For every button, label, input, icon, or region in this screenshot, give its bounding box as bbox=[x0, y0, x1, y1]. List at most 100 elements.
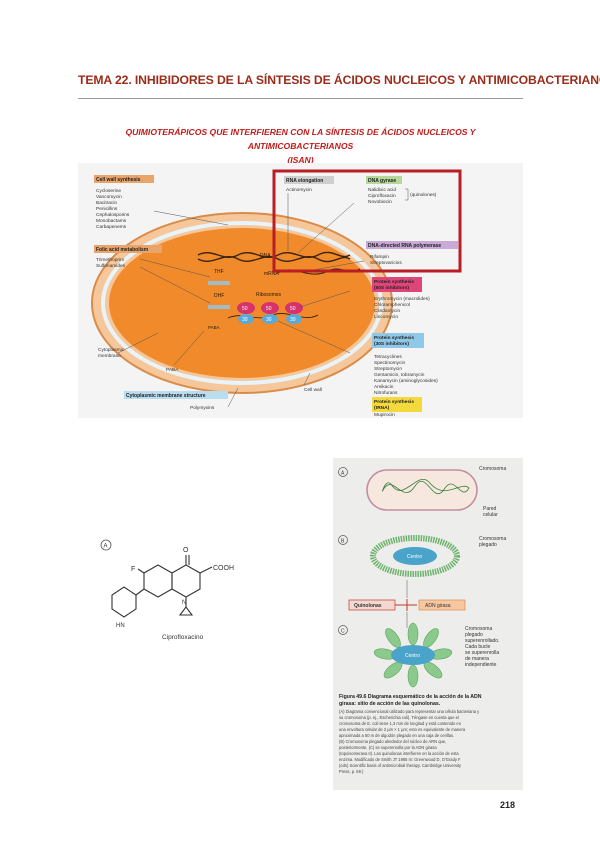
drug-item: Cycloserine bbox=[96, 188, 121, 194]
protein-trna-label: Protein synthesis bbox=[374, 399, 414, 405]
panel-a-marker bbox=[100, 539, 112, 551]
drug-item: Rifampin bbox=[370, 254, 389, 260]
panel-a-label: A bbox=[104, 544, 108, 550]
quinolones-label: Quinolonas bbox=[354, 603, 382, 609]
drug-item: Trimethoprim bbox=[96, 257, 124, 263]
fluorine-label: F bbox=[131, 566, 135, 573]
folic-acid-label: Folic acid metabolism bbox=[96, 247, 149, 253]
cipro-bonds bbox=[111, 555, 213, 618]
ciprofloxacin-name: Ciprofloxacino bbox=[162, 634, 204, 641]
highlight-frame bbox=[272, 169, 462, 273]
panel-b-marker bbox=[338, 535, 348, 545]
cytoplasmic-membrane-label: Cytoplasmic bbox=[98, 347, 125, 353]
figure-caption-body: (A) Diagrama convencional utilizado para… bbox=[339, 709, 480, 774]
caption-line: posteriormente, (C) se superenrolla por … bbox=[339, 745, 437, 750]
ribosome-1: 50 30 bbox=[237, 302, 255, 324]
section-title-line-2: (ISAN) bbox=[287, 155, 314, 165]
ketone-o-label: O bbox=[183, 547, 189, 554]
section-title: QUIMIOTERÁPICOS QUE INTERFIEREN CON LA S… bbox=[78, 125, 523, 167]
protein-50s-drug-list: Erythromycin (macrolides) Chloramphenico… bbox=[374, 296, 430, 320]
chromosome-label-a: Cromosoma bbox=[479, 466, 506, 472]
paba-label: PABA bbox=[166, 367, 179, 373]
cell-wall-synthesis-header bbox=[94, 175, 154, 183]
cell-wall-label-a: Pared bbox=[483, 506, 497, 512]
dna-label: DNA bbox=[260, 253, 271, 259]
dhf-label: DHF bbox=[214, 293, 224, 299]
chromosome-loops-a bbox=[382, 479, 470, 495]
piperazine-hn-label: HN bbox=[116, 623, 125, 629]
ribosome-30-label: 30 bbox=[290, 317, 296, 323]
folded-chromosome-label: Cromosoma bbox=[479, 536, 506, 542]
protein-30s-sublabel: (30S inhibitors) bbox=[374, 341, 409, 347]
ribosome-30-label: 30 bbox=[242, 317, 248, 323]
ribosome-50-label: 50 bbox=[242, 306, 248, 312]
caption-line: una envoltura celular de 2 µm × 1 µm; es… bbox=[339, 727, 466, 732]
drug-item: Polymyxins bbox=[190, 405, 215, 411]
protein-trna-header bbox=[372, 397, 422, 412]
section-title-line-1: QUIMIOTERÁPICOS QUE INTERFIEREN CON LA S… bbox=[125, 127, 476, 151]
rna-polymerase-label: DNA-directed RNA polymerase bbox=[368, 243, 441, 249]
supercoiled-label: Cada bucle bbox=[465, 644, 491, 650]
leader-lines bbox=[117, 193, 365, 408]
dna-gyrase-label: ADN girasa bbox=[425, 603, 451, 609]
ribosomes-label: Ribosomes bbox=[256, 292, 282, 298]
cell-envelope-a bbox=[366, 469, 478, 511]
drug-item: Clindamycin bbox=[374, 308, 400, 314]
protein-50s-label: Protein synthesis bbox=[374, 279, 414, 285]
drug-item: Carbapenems bbox=[96, 224, 127, 230]
caption-line: Press, p. 69.) bbox=[339, 769, 364, 774]
caption-line: (eds) Scientific basis of antimicrobial … bbox=[339, 763, 462, 768]
folded-chromosome-b bbox=[370, 535, 460, 577]
drug-item: Novobiocin bbox=[368, 199, 392, 205]
caption-line: cromosoma de E. coli tiene 1,3 mm de lon… bbox=[339, 721, 462, 726]
ribosome-2: 50 30 bbox=[261, 302, 279, 324]
quinolones-group-label: (quinolones) bbox=[410, 192, 437, 198]
drug-item: Chloramphenicol bbox=[374, 302, 410, 308]
dna-gyrase-box bbox=[418, 599, 466, 611]
drug-item: Tetracyclines bbox=[374, 354, 402, 360]
cipro-svg: A O COOH F N HN Ciprofloxacino bbox=[100, 539, 234, 641]
trimethoprim-block bbox=[208, 281, 230, 285]
supercoiled-label-group: Cromosoma plegado superenrollado. Cada b… bbox=[465, 626, 499, 668]
page-number: 218 bbox=[500, 800, 516, 810]
drug-item: Mupirocin bbox=[374, 412, 395, 418]
drug-item: Monobactams bbox=[96, 218, 127, 224]
protein-30s-drug-list: Tetracyclines Spectinomycin Streptomycin… bbox=[374, 354, 438, 396]
supercoiled-label: de manera bbox=[465, 656, 489, 662]
cooh-label: COOH bbox=[213, 565, 234, 572]
drug-item: Vancomycin bbox=[96, 194, 122, 200]
protein-30s-label: Protein synthesis bbox=[374, 335, 414, 341]
paba-inner-label: PABA bbox=[208, 325, 220, 330]
figure-caption-subtitle: girasa: sitio de acción de las quinolona… bbox=[339, 701, 441, 707]
thf-label: THF bbox=[214, 269, 224, 275]
gyrase-svg: A Cromosoma Pared celular B Centro Cromo… bbox=[338, 466, 506, 774]
supercoiled-label: Cromosoma bbox=[465, 626, 492, 632]
panel-c-label: C bbox=[341, 629, 345, 635]
chapter-title: TEMA 22. INHIBIDORES DE LA SÍNTESIS DE Á… bbox=[78, 73, 600, 87]
ribosome-50-label: 50 bbox=[290, 306, 296, 312]
core-label-c: Centro bbox=[405, 653, 420, 659]
caption-line: (B) Cromosoma plegado alrededor del núcl… bbox=[339, 739, 446, 744]
drug-item: Sulfonamides bbox=[96, 263, 126, 269]
ribosome-50-label: 50 bbox=[266, 306, 272, 312]
cytoplasmic-membrane-label-2: membrane bbox=[98, 353, 121, 359]
cytoplasmic-membrane bbox=[101, 221, 383, 385]
dna-gyrase-label: DNA gyrase bbox=[368, 178, 396, 184]
protein-50s-sublabel: (50S inhibitors) bbox=[374, 285, 409, 291]
cell-wall-synthesis-label: Cell wall synthesis bbox=[96, 177, 141, 183]
header-divider bbox=[78, 98, 523, 99]
ribosome-30-label: 30 bbox=[266, 317, 272, 323]
drug-item: Amikacin bbox=[374, 384, 394, 390]
membrane-structure-label: Cytoplasmic membrane structure bbox=[126, 393, 206, 399]
dna-gyrase-diagram-figure: A Cromosoma Pared celular B Centro Cromo… bbox=[333, 458, 523, 790]
rna-core-c bbox=[391, 645, 435, 665]
supercoiled-label: plegado bbox=[465, 632, 483, 638]
folic-acid-header bbox=[94, 245, 162, 253]
dna-strand-2 bbox=[197, 256, 351, 263]
caption-line: aproximada a 50 m de algodón plegado en … bbox=[339, 733, 454, 738]
panel-c-marker bbox=[338, 625, 348, 635]
cell-wall-label: Cell wall bbox=[304, 387, 322, 393]
drug-item: Actinomycin bbox=[286, 187, 312, 193]
quinolones-bracket bbox=[405, 188, 409, 201]
cell-wall-drug-list: Cycloserine Vancomycin Bacitracin Penici… bbox=[96, 188, 130, 230]
